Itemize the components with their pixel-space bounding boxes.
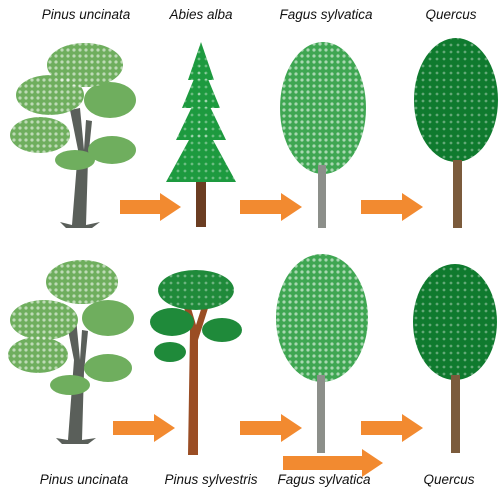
arrow-top-1 xyxy=(120,193,181,221)
arrow-top-2 xyxy=(240,193,302,221)
tree-quercus-bottom xyxy=(413,264,497,453)
arrow-bottom-long xyxy=(283,449,383,477)
tree-pinus-uncinata-top xyxy=(10,43,136,228)
tree-pinus-uncinata-bottom xyxy=(8,260,134,444)
tree-quercus-top xyxy=(414,38,498,228)
arrow-bottom-1 xyxy=(113,414,175,442)
arrow-bottom-2 xyxy=(240,414,302,442)
tree-fagus-sylvatica-top xyxy=(280,42,366,228)
tree-abies-alba xyxy=(166,42,236,227)
arrow-bottom-3 xyxy=(361,414,423,442)
arrow-top-3 xyxy=(361,193,423,221)
